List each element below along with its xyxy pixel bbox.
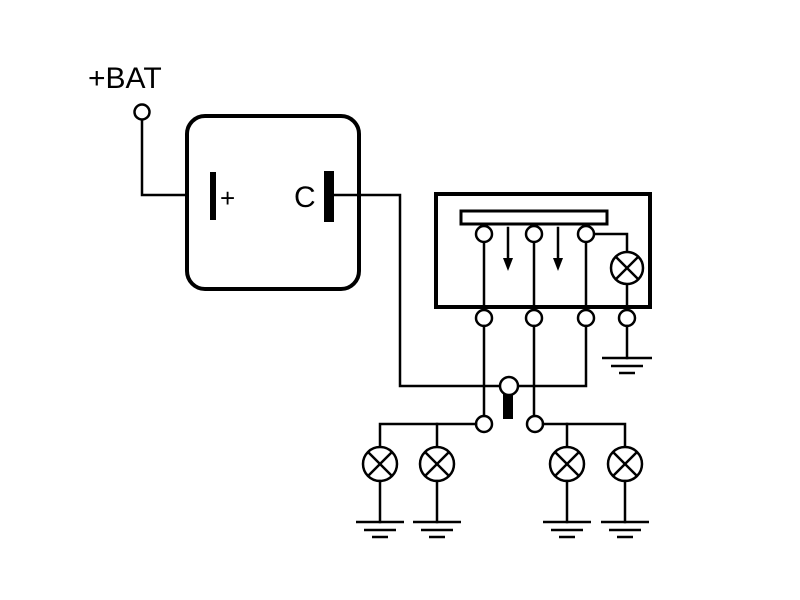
ground-icon — [543, 520, 591, 539]
connector-terminal — [576, 308, 596, 328]
flasher-c-contact — [324, 171, 334, 222]
connector-terminal — [474, 308, 494, 328]
switch-common-terminal — [498, 375, 520, 397]
internal-terminal — [524, 224, 544, 244]
ground-icon — [413, 520, 461, 539]
battery-label: +BAT — [88, 62, 162, 95]
connector-terminal — [617, 308, 637, 328]
switch-contact-bar — [459, 209, 609, 226]
flasher-output-wire — [332, 193, 502, 388]
battery-terminal — [133, 103, 151, 121]
flasher-plus-label: + — [220, 183, 235, 213]
internal-terminal — [576, 224, 596, 244]
pilot-lamp-wire-top — [592, 232, 629, 254]
connector-terminal — [524, 308, 544, 328]
pilot-lamp-icon — [609, 250, 645, 286]
right-lamp-bus — [541, 422, 627, 449]
flasher-c-label: C — [294, 181, 316, 214]
internal-terminal — [474, 224, 494, 244]
ground-icon — [601, 520, 649, 539]
flasher-unit — [185, 114, 361, 291]
switch-lever — [503, 392, 513, 419]
lamp-icon — [606, 445, 644, 483]
switch-right-terminal — [525, 414, 545, 434]
feed-return-wire — [516, 324, 588, 388]
left-lamp-bus — [378, 422, 478, 449]
flasher-plus-contact — [210, 172, 216, 220]
lamp-icon — [361, 445, 399, 483]
ground-icon — [602, 356, 652, 375]
down-arrow-icon — [553, 226, 563, 271]
lamp-icon — [418, 445, 456, 483]
switch-left-terminal — [474, 414, 494, 434]
lamp-icon — [548, 445, 586, 483]
down-arrow-icon — [503, 226, 513, 271]
ground-icon — [356, 520, 404, 539]
